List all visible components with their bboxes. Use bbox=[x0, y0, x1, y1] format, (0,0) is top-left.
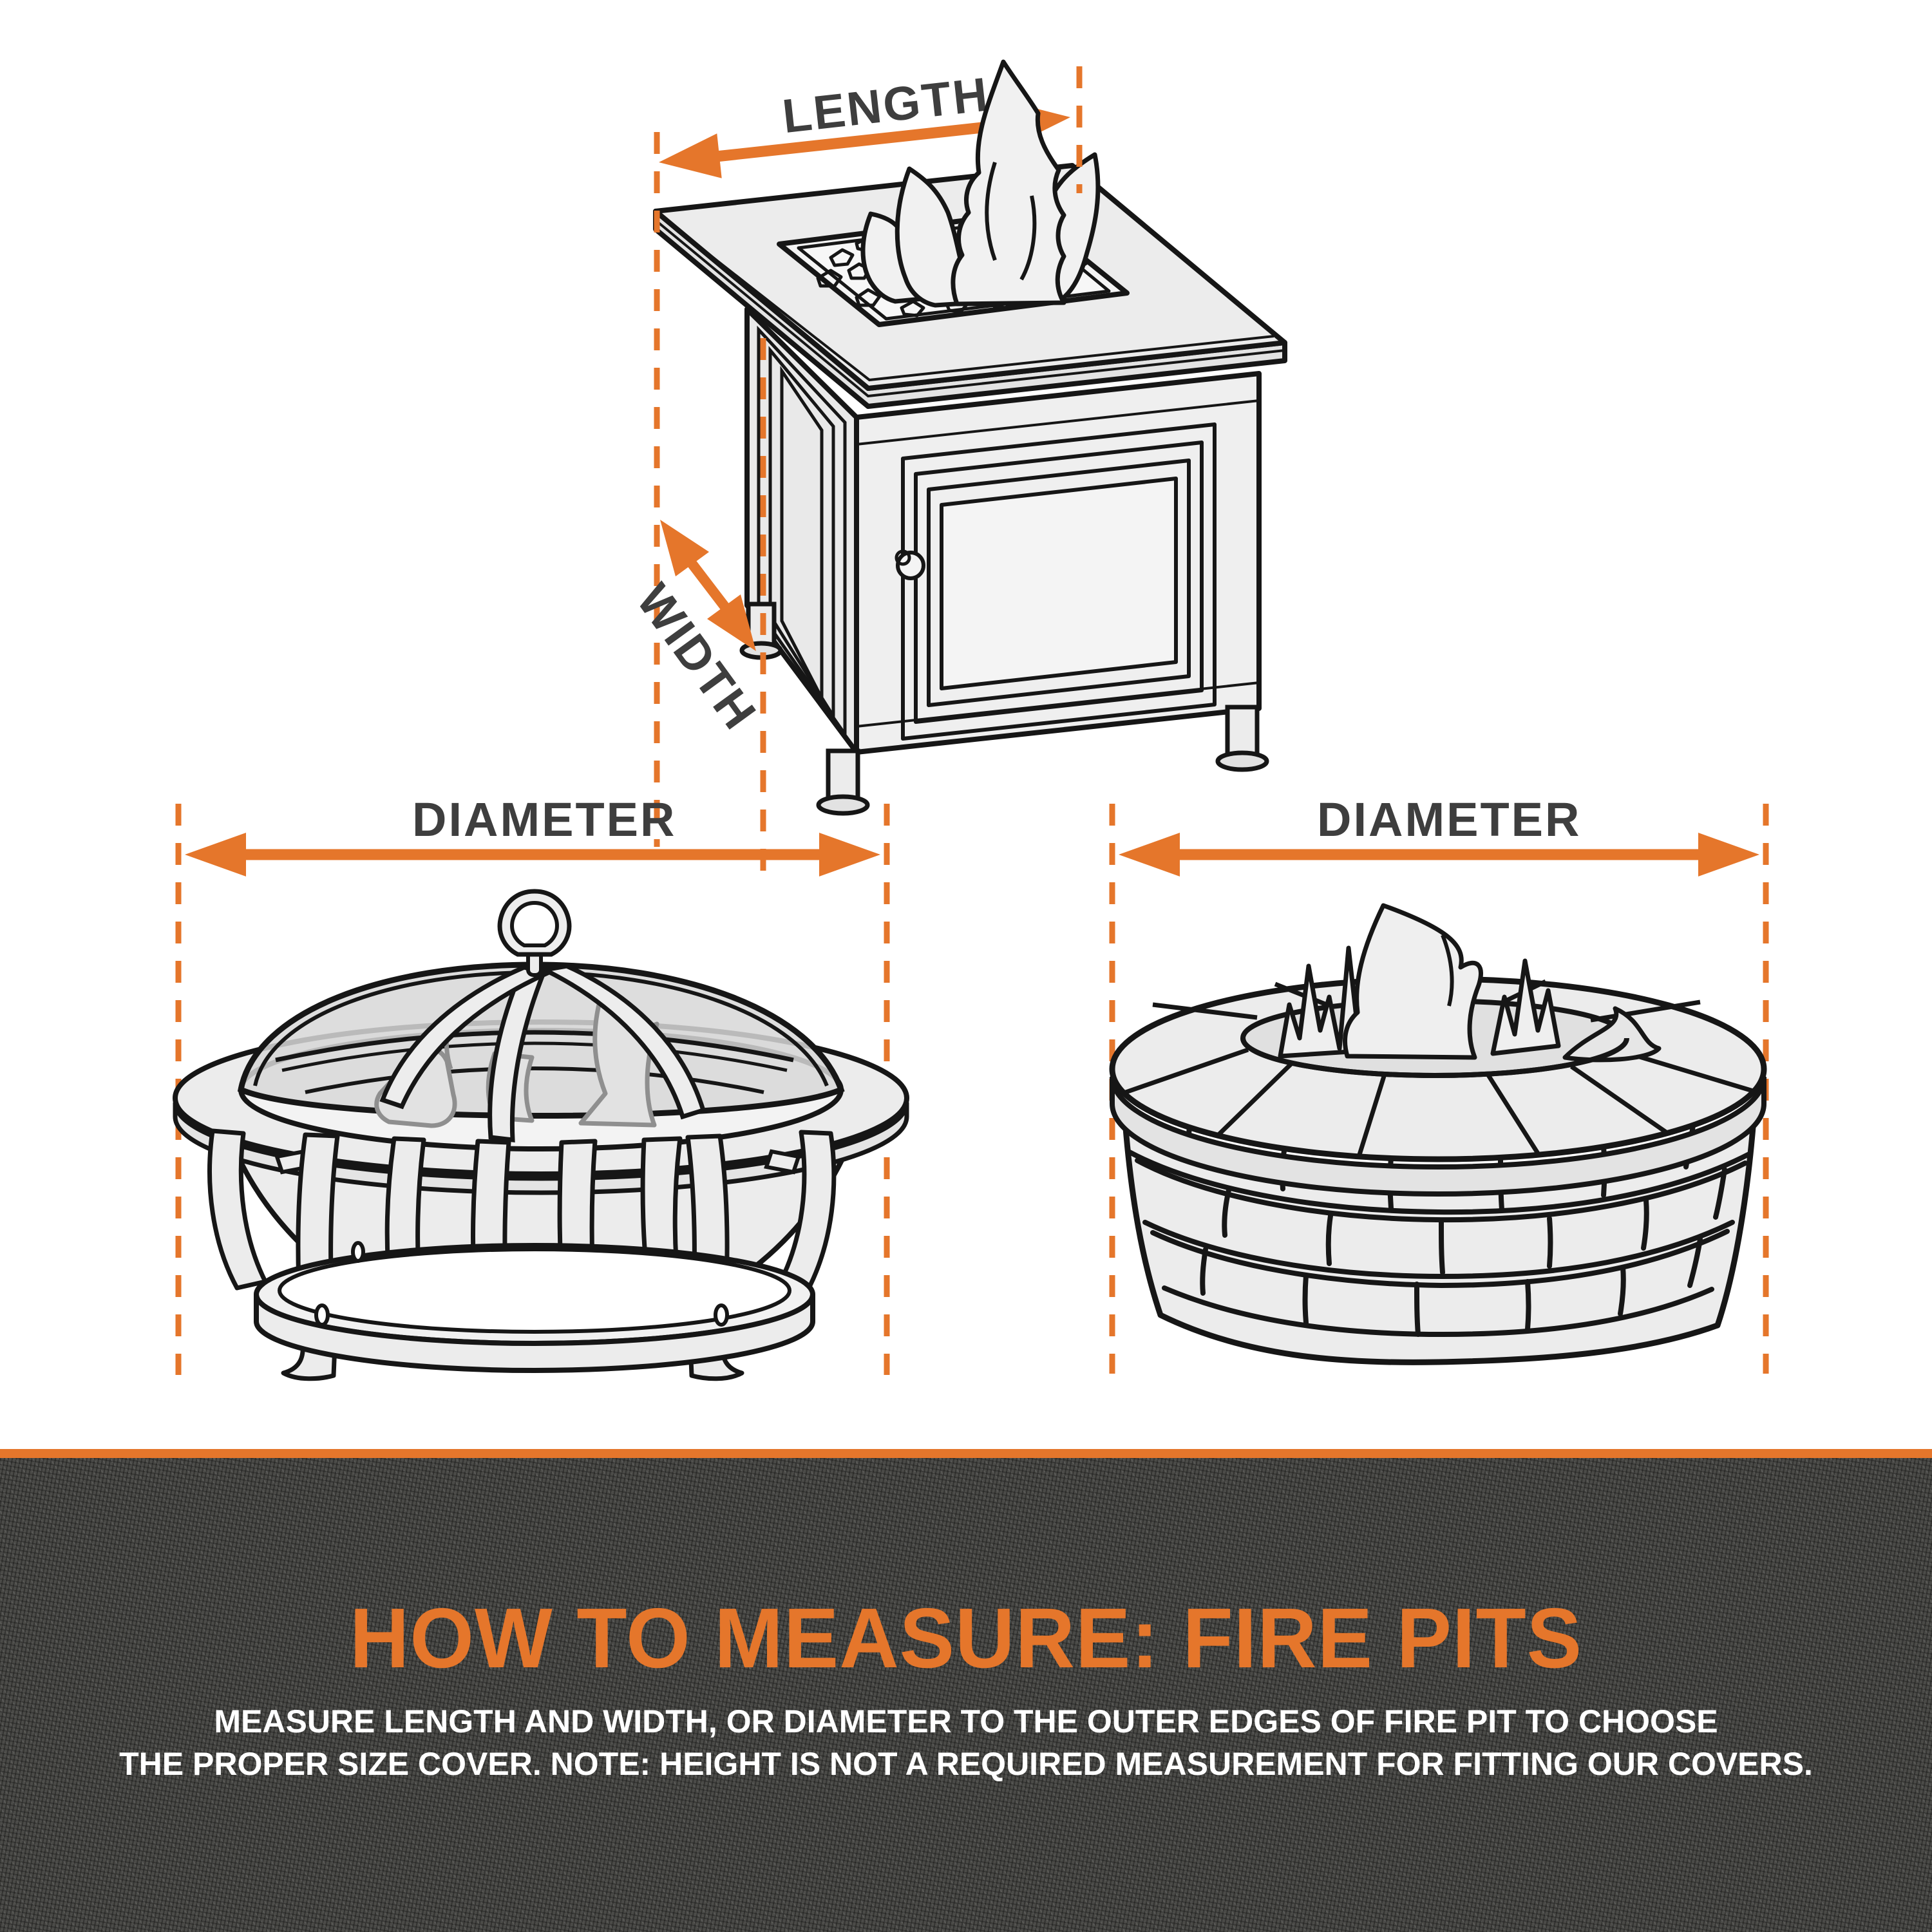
bowl-bottom-band bbox=[254, 1241, 815, 1373]
ring-diameter-arrow-icon bbox=[1119, 833, 1759, 876]
banner-body: MEASURE LENGTH AND WIDTH, OR DIAMETER TO… bbox=[97, 1700, 1835, 1785]
table-legs bbox=[739, 601, 1269, 816]
stone-courses bbox=[1126, 1106, 1752, 1338]
spark-screen-dome bbox=[237, 889, 845, 1142]
bowl-diameter-arrow-icon bbox=[185, 833, 880, 876]
bowl-diameter-label: DIAMETER bbox=[412, 793, 676, 846]
banner-accent-bar bbox=[0, 1449, 1932, 1458]
banner-body-line1: MEASURE LENGTH AND WIDTH, OR DIAMETER TO… bbox=[214, 1703, 1718, 1739]
illustrations-canvas: LENGTH bbox=[173, 59, 1769, 1381]
banner-body-line2: THE PROPER SIZE COVER. NOTE: HEIGHT IS N… bbox=[119, 1746, 1813, 1782]
banner-title: HOW TO MEASURE: FIRE PITS bbox=[349, 1591, 1583, 1685]
table-extent-dashes bbox=[654, 66, 1083, 881]
door-knob bbox=[896, 551, 925, 580]
cabinet-door bbox=[901, 422, 1217, 741]
ring-flame-icon bbox=[1278, 903, 1662, 1063]
ring-diameter-label: DIAMETER bbox=[1317, 793, 1581, 846]
banner-background bbox=[0, 1458, 1932, 1932]
table-diagram: LENGTH bbox=[627, 59, 1287, 881]
width-arrow-icon bbox=[660, 520, 756, 651]
ring-diagram: DIAMETER bbox=[1109, 793, 1769, 1374]
bowl-diagram: DIAMETER bbox=[173, 793, 909, 1381]
